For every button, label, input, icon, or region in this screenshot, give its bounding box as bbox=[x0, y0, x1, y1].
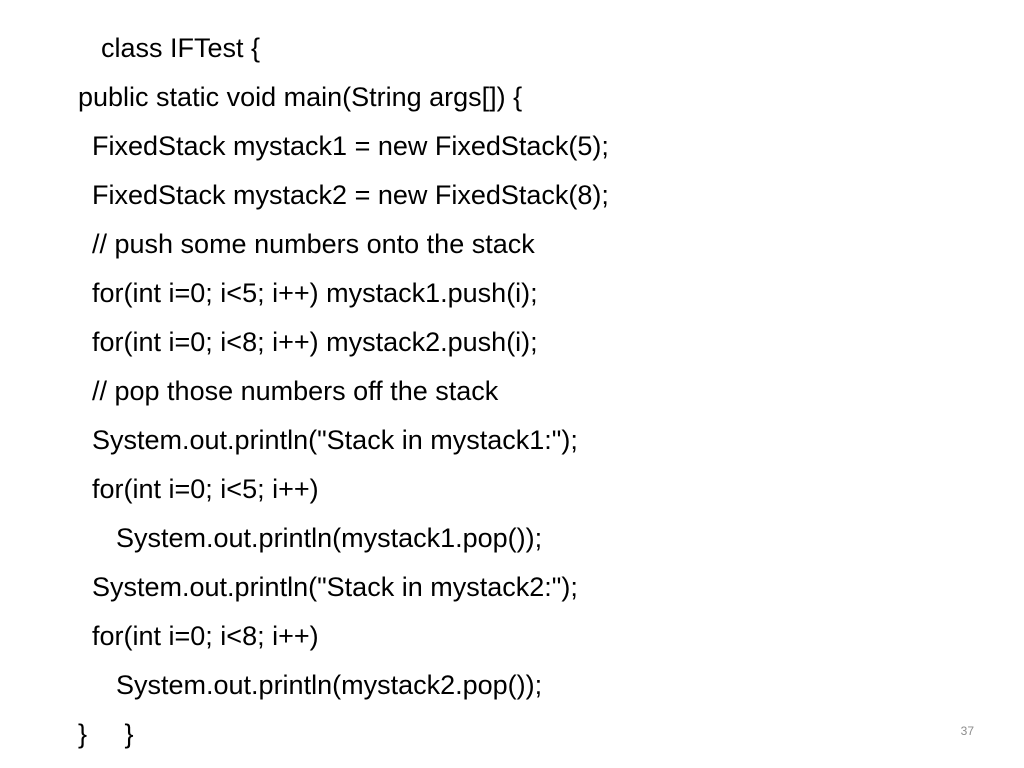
code-line: FixedStack mystack1 = new FixedStack(5); bbox=[92, 131, 609, 161]
code-line: } } bbox=[78, 719, 134, 749]
code-line: class IFTest { bbox=[101, 33, 261, 63]
code-line: for(int i=0; i<8; i++) mystack2.push(i); bbox=[92, 327, 538, 357]
code-line: System.out.println("Stack in mystack2:")… bbox=[92, 572, 578, 602]
code-line: public static void main(String args[]) { bbox=[78, 82, 523, 112]
code-line: System.out.println(mystack2.pop()); bbox=[116, 670, 543, 700]
slide-number: 37 bbox=[960, 724, 974, 738]
code-line: System.out.println(mystack1.pop()); bbox=[116, 523, 543, 553]
code-line: for(int i=0; i<8; i++) bbox=[92, 621, 319, 651]
code-line: System.out.println("Stack in mystack1:")… bbox=[92, 425, 578, 455]
code-comment-line: // push some numbers onto the stack bbox=[92, 229, 535, 259]
code-line: FixedStack mystack2 = new FixedStack(8); bbox=[92, 180, 609, 210]
code-comment-line: // pop those numbers off the stack bbox=[92, 376, 499, 406]
code-line: for(int i=0; i<5; i++) bbox=[92, 474, 319, 504]
code-line: for(int i=0; i<5; i++) mystack1.push(i); bbox=[92, 278, 538, 308]
